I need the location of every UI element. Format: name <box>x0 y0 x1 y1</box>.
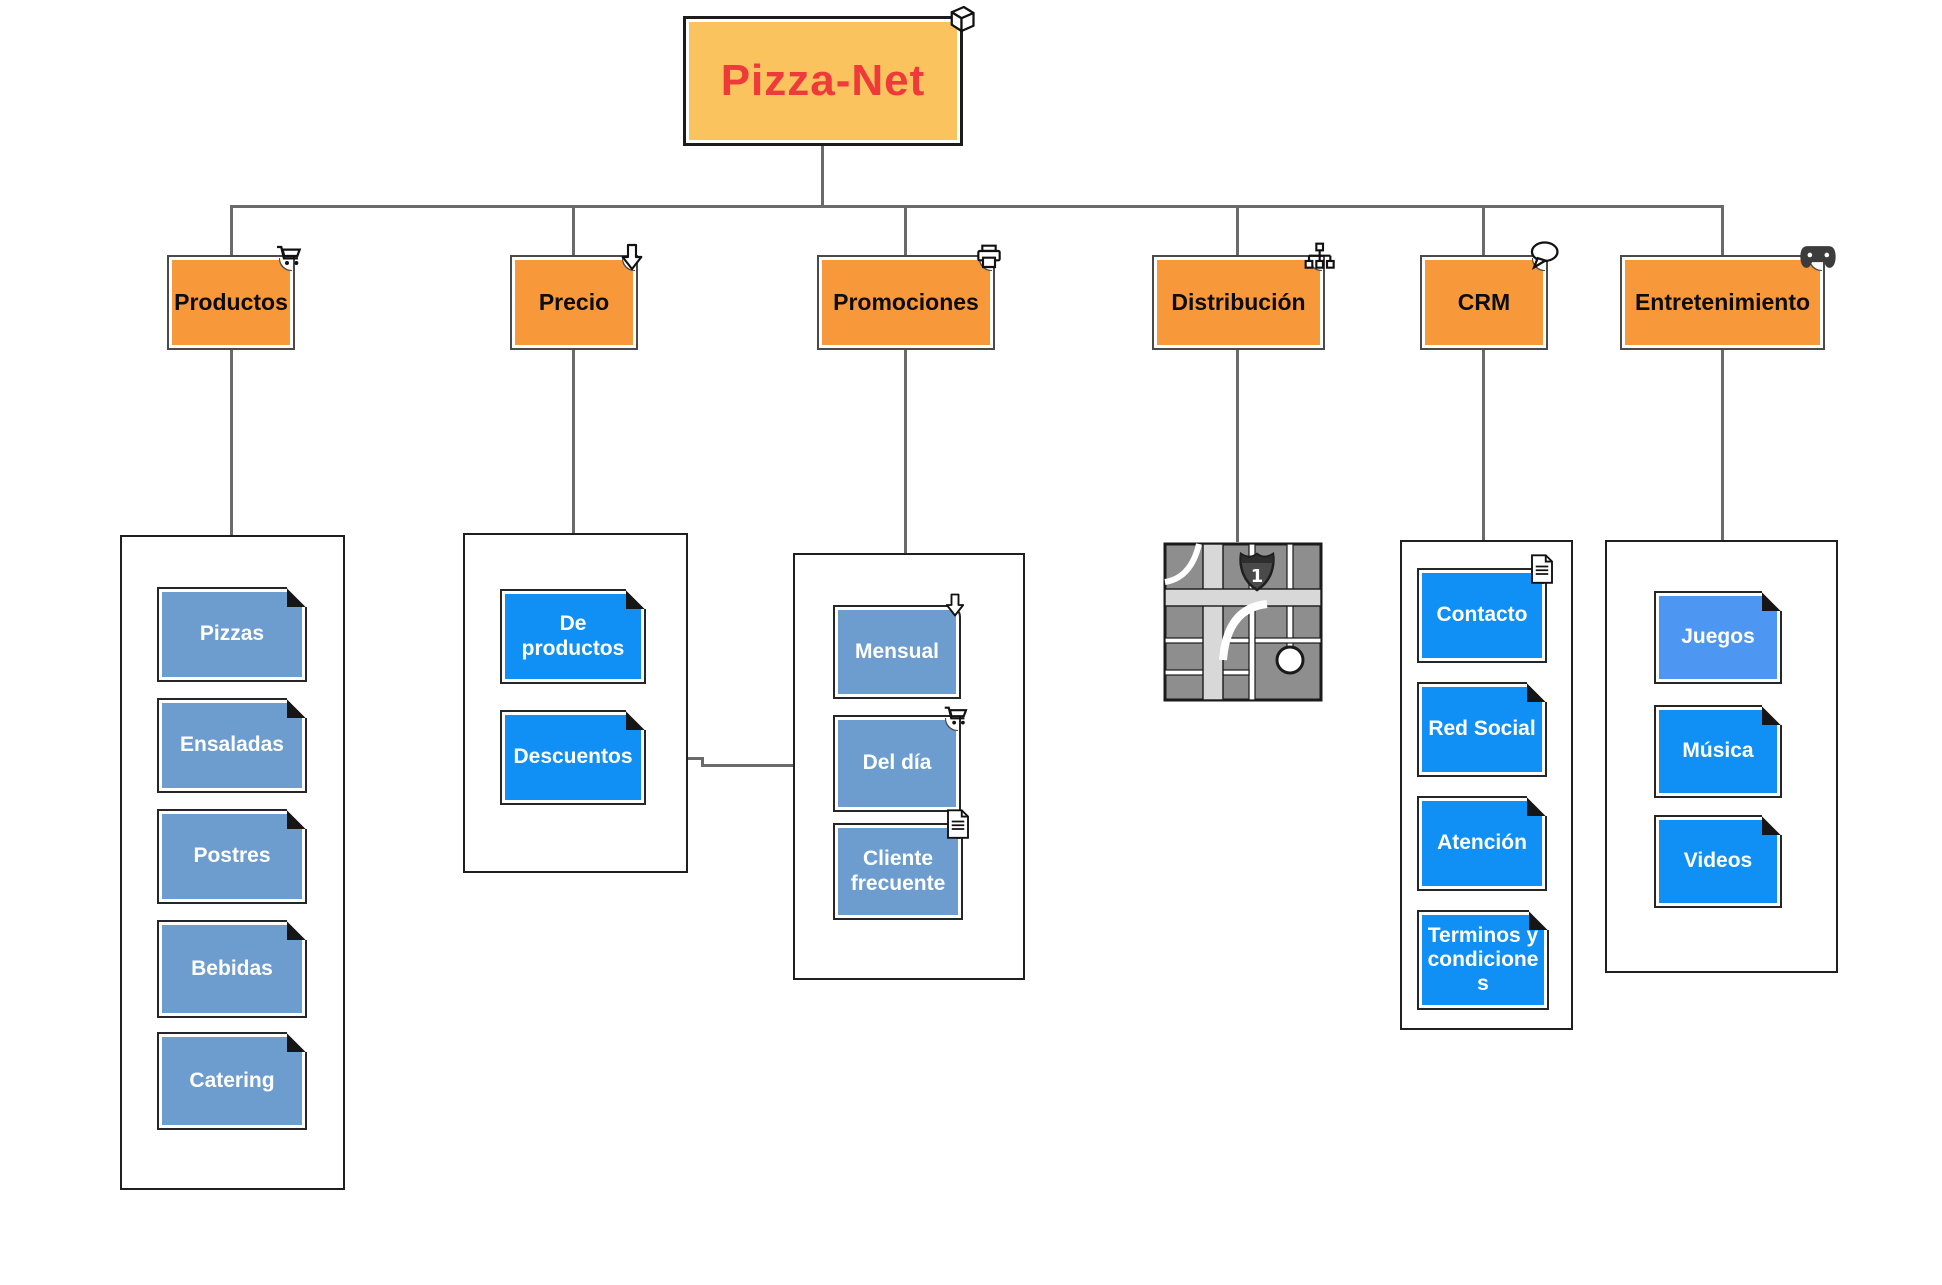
node-postres[interactable]: Postres <box>157 809 307 904</box>
branch-header-entretenimiento[interactable]: Entretenimiento <box>1620 246 1836 350</box>
connector-line <box>1482 348 1485 540</box>
node-label: De productos <box>521 612 625 660</box>
node-label: Pizzas <box>199 622 265 646</box>
node-bebidas[interactable]: Bebidas <box>157 920 307 1018</box>
node-mensual[interactable]: Mensual <box>833 593 965 699</box>
sitemap-icon <box>1303 241 1335 273</box>
connector-line <box>1482 207 1485 255</box>
connector-line <box>572 348 575 533</box>
node-label: Del día <box>862 751 932 775</box>
node-label: Descuentos <box>513 745 633 769</box>
connector-line <box>1236 207 1239 255</box>
node-label: Videos <box>1683 849 1753 873</box>
node-red-social[interactable]: Red Social <box>1417 682 1547 777</box>
gamepad-icon <box>1799 243 1837 271</box>
branch-label: Productos <box>174 289 288 315</box>
node-musica[interactable]: Música <box>1654 705 1782 798</box>
arrow-down-icon <box>616 241 648 273</box>
node-label: Mensual <box>854 639 940 663</box>
folded-corner <box>626 710 646 730</box>
node-descuentos[interactable]: Descuentos <box>500 710 646 805</box>
folded-corner <box>626 589 646 609</box>
precio-group-frame[interactable] <box>463 533 688 873</box>
folded-corner <box>287 920 307 940</box>
node-label: Ensaladas <box>180 733 284 757</box>
connector-line <box>572 207 575 255</box>
node-label: Música <box>1682 739 1754 763</box>
folded-corner <box>1762 705 1782 725</box>
node-label: Atención <box>1437 831 1527 855</box>
connector-line <box>1721 207 1724 255</box>
shopping-cart-icon <box>941 702 971 732</box>
node-label: Bebidas <box>191 956 273 980</box>
branch-header-promociones[interactable]: Promociones <box>817 244 1001 350</box>
branch-label: Precio <box>538 289 610 315</box>
highway-shield-icon: 1 <box>1239 551 1275 592</box>
folded-corner <box>287 698 307 718</box>
root-node-pizza-net[interactable]: Pizza-Net <box>683 5 975 146</box>
branch-header-distribucion[interactable]: Distribución <box>1152 242 1335 350</box>
node-label: Cliente frecuente <box>850 847 946 895</box>
node-label: Juegos <box>1681 625 1755 649</box>
node-contacto[interactable]: Contacto <box>1417 554 1553 663</box>
branch-label: Entretenimiento <box>1634 289 1811 315</box>
branch-label: Distribución <box>1171 289 1306 315</box>
node-label: Red Social <box>1428 717 1536 741</box>
connector-line <box>904 348 907 553</box>
node-label: Postres <box>193 844 271 868</box>
node-terminos-condiciones[interactable]: Terminos y condiciones <box>1417 910 1549 1010</box>
connector-line <box>230 348 233 535</box>
folded-corner <box>1527 796 1547 816</box>
node-ensaladas[interactable]: Ensaladas <box>157 698 307 793</box>
printer-icon <box>973 241 1005 273</box>
shopping-cart-icon <box>273 241 305 273</box>
connector-line <box>230 207 233 255</box>
connector-line <box>904 207 907 255</box>
folded-corner <box>1527 682 1547 702</box>
folded-corner <box>1762 591 1782 611</box>
speech-bubble-icon <box>1526 239 1562 273</box>
folded-corner <box>287 809 307 829</box>
branch-header-precio[interactable]: Precio <box>510 243 643 350</box>
branch-header-productos[interactable]: Productos <box>167 245 302 350</box>
node-label: Contacto <box>1436 603 1528 627</box>
folded-corner <box>1762 815 1782 835</box>
node-videos[interactable]: Videos <box>1654 815 1782 908</box>
node-catering[interactable]: Catering <box>157 1032 307 1130</box>
folded-corner <box>1529 910 1549 930</box>
package-cube-icon <box>942 1 978 37</box>
connector-line <box>1721 348 1724 540</box>
document-icon <box>945 809 971 839</box>
connector-line <box>1236 348 1239 542</box>
connector-descuentos-promociones <box>701 764 793 767</box>
highway-number: 1 <box>1251 566 1264 587</box>
document-icon <box>1529 554 1555 584</box>
node-distribucion-map[interactable]: 1 <box>1163 542 1323 702</box>
connector-line <box>821 146 824 207</box>
branch-label: Promociones <box>833 289 979 315</box>
node-cliente-frecuente[interactable]: Cliente frecuente <box>833 809 969 920</box>
node-atencion[interactable]: Atención <box>1417 796 1547 891</box>
node-label: Catering <box>189 1068 275 1092</box>
node-label: Terminos y condiciones <box>1427 923 1539 996</box>
node-de-productos[interactable]: De productos <box>500 589 646 684</box>
branch-label: CRM <box>1457 289 1511 315</box>
folded-corner <box>287 1032 307 1052</box>
branch-header-crm[interactable]: CRM <box>1420 241 1559 350</box>
connector-descuentos-promociones <box>701 757 704 767</box>
folded-corner <box>287 587 307 607</box>
node-del-dia[interactable]: Del día <box>833 706 968 812</box>
root-label: Pizza-Net <box>720 56 926 105</box>
connector-line <box>230 205 1724 208</box>
node-pizzas[interactable]: Pizzas <box>157 587 307 682</box>
node-juegos[interactable]: Juegos <box>1654 591 1782 684</box>
arrow-down-icon <box>941 591 969 619</box>
